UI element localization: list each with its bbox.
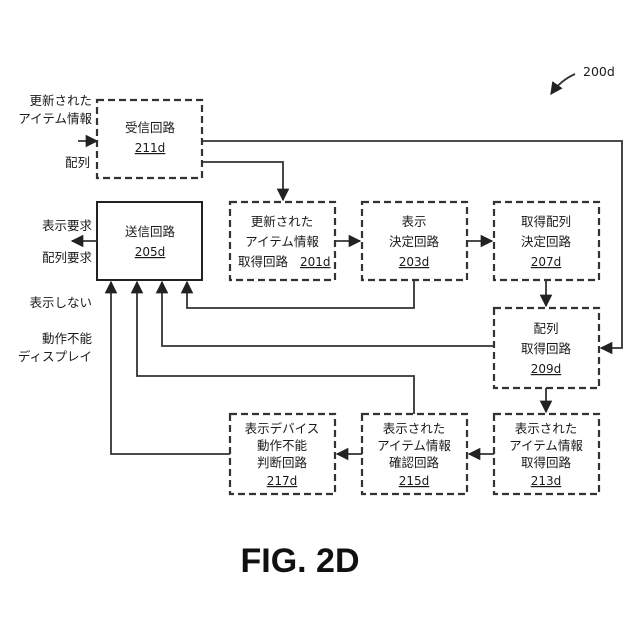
- block-label: 判断回路: [257, 455, 308, 470]
- block-acquire-sequence-decision: 取得配列 決定回路 207d: [494, 202, 599, 280]
- block-label: 確認回路: [389, 455, 440, 470]
- block-label: 表示デバイス: [245, 421, 320, 436]
- input-updated-label: 更新された: [29, 93, 92, 108]
- block-displayed-item-confirm: 表示された アイテム情報 確認回路 215d: [362, 414, 467, 494]
- inoperable-label: 動作不能: [42, 331, 93, 346]
- block-label: 取得回路: [521, 341, 572, 356]
- output-sequence-request: 配列要求: [42, 250, 93, 265]
- block-ref: 217d: [267, 474, 298, 488]
- block-label: 配列: [533, 321, 558, 336]
- block-ref: 201d: [300, 255, 331, 269]
- block-ref: 215d: [399, 474, 430, 488]
- block-ref: 203d: [399, 255, 430, 269]
- figure-ref-arrow: [551, 74, 575, 94]
- block-ref: 207d: [531, 255, 562, 269]
- inoperable-label: ディスプレイ: [18, 349, 92, 364]
- block-label: 決定回路: [521, 234, 572, 249]
- figure-reference: 200d: [551, 64, 615, 94]
- block-label: 動作不能: [257, 438, 308, 453]
- figure-caption: FIG. 2D: [240, 542, 359, 580]
- block-label: アイテム情報: [509, 438, 583, 453]
- connectors: [72, 141, 622, 454]
- block-updated-item-acquire: 更新された アイテム情報 取得回路 201d: [230, 202, 335, 280]
- figure-ref-label: 200d: [583, 64, 615, 79]
- block-ref: 211d: [135, 141, 166, 155]
- block-label: 取得回路: [521, 455, 572, 470]
- arrow-receive-to-updated: [202, 162, 283, 200]
- block-label: 受信回路: [125, 120, 176, 135]
- no-display-label: 表示しない: [29, 295, 92, 310]
- block-label: 表示された: [515, 421, 578, 436]
- block-label: 表示: [401, 214, 426, 229]
- block-ref: 205d: [135, 245, 166, 259]
- side-annotations: 表示しない 動作不能 ディスプレイ: [18, 295, 93, 364]
- block-label: アイテム情報: [245, 234, 319, 249]
- block-send-circuit: 送信回路 205d: [97, 202, 202, 280]
- block-device-inoperable-judge: 表示デバイス 動作不能 判断回路 217d: [230, 414, 335, 494]
- block-ref: 213d: [531, 474, 562, 488]
- block-display-decision: 表示 決定回路 203d: [362, 202, 467, 280]
- input-sequence-label: 配列: [65, 155, 90, 170]
- block-displayed-item-acquire: 表示された アイテム情報 取得回路 213d: [494, 414, 599, 494]
- block-label: アイテム情報: [377, 438, 451, 453]
- block-label: 送信回路: [125, 224, 176, 239]
- arrow-dispchk-to-send: [137, 282, 414, 414]
- input-updated-label: アイテム情報: [18, 111, 92, 126]
- arrow-display-to-send: [187, 280, 414, 308]
- block-label: 更新された: [251, 214, 314, 229]
- block-ref: 209d: [531, 362, 562, 376]
- output-display-request: 表示要求: [42, 218, 93, 233]
- block-label: 取得回路: [238, 254, 289, 269]
- block-label: 決定回路: [389, 234, 440, 249]
- block-label: 取得配列: [521, 214, 571, 229]
- input-labels: 更新された アイテム情報 配列: [18, 93, 92, 170]
- block-receive-circuit: 受信回路 211d: [97, 100, 202, 178]
- arrow-sequence-to-send: [162, 282, 494, 346]
- block-sequence-acquire: 配列 取得回路 209d: [494, 308, 599, 388]
- block-label: 表示された: [383, 421, 446, 436]
